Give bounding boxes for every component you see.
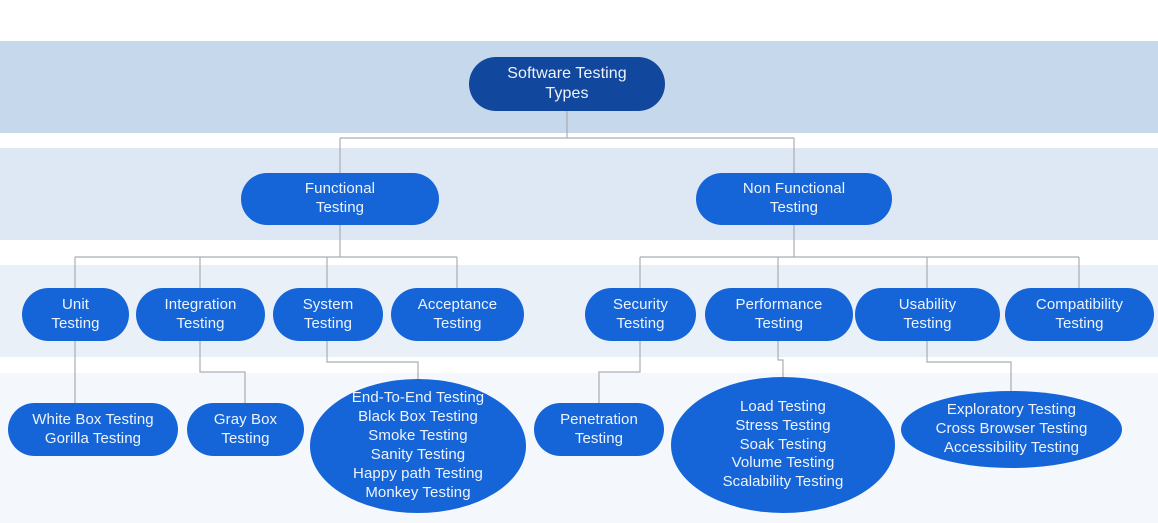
node-performance-testing-subtypes[interactable]: Load Testing Stress Testing Soak Testing…: [671, 377, 895, 513]
node-integration-testing[interactable]: Integration Testing: [136, 288, 265, 341]
wire-system-to-endtoend: [326, 340, 419, 380]
node-security-testing-subtypes[interactable]: Penetration Testing: [534, 403, 664, 456]
node-functional-testing[interactable]: Functional Testing: [241, 173, 439, 225]
node-integration-testing-subtypes[interactable]: Gray Box Testing: [187, 403, 304, 456]
node-software-testing-types[interactable]: Software Testing Types: [469, 57, 665, 111]
wire-performance-to-load: [777, 340, 784, 378]
wire-integration-to-graybox: [199, 340, 246, 404]
wire-usability-to-exploratory: [926, 340, 1012, 392]
node-usability-testing-subtypes[interactable]: Exploratory Testing Cross Browser Testin…: [901, 391, 1122, 468]
node-compatibility-testing[interactable]: Compatibility Testing: [1005, 288, 1154, 341]
node-system-testing[interactable]: System Testing: [273, 288, 383, 341]
node-non-functional-testing[interactable]: Non Functional Testing: [696, 173, 892, 225]
node-performance-testing[interactable]: Performance Testing: [705, 288, 853, 341]
node-unit-testing-subtypes[interactable]: White Box Testing Gorilla Testing: [8, 403, 178, 456]
wire-security-to-penetration: [598, 340, 641, 404]
node-system-testing-subtypes[interactable]: End-To-End Testing Black Box Testing Smo…: [310, 379, 526, 513]
node-usability-testing[interactable]: Usability Testing: [855, 288, 1000, 341]
node-unit-testing[interactable]: Unit Testing: [22, 288, 129, 341]
node-acceptance-testing[interactable]: Acceptance Testing: [391, 288, 524, 341]
background-band-level-1: [0, 148, 1158, 240]
node-security-testing[interactable]: Security Testing: [585, 288, 696, 341]
